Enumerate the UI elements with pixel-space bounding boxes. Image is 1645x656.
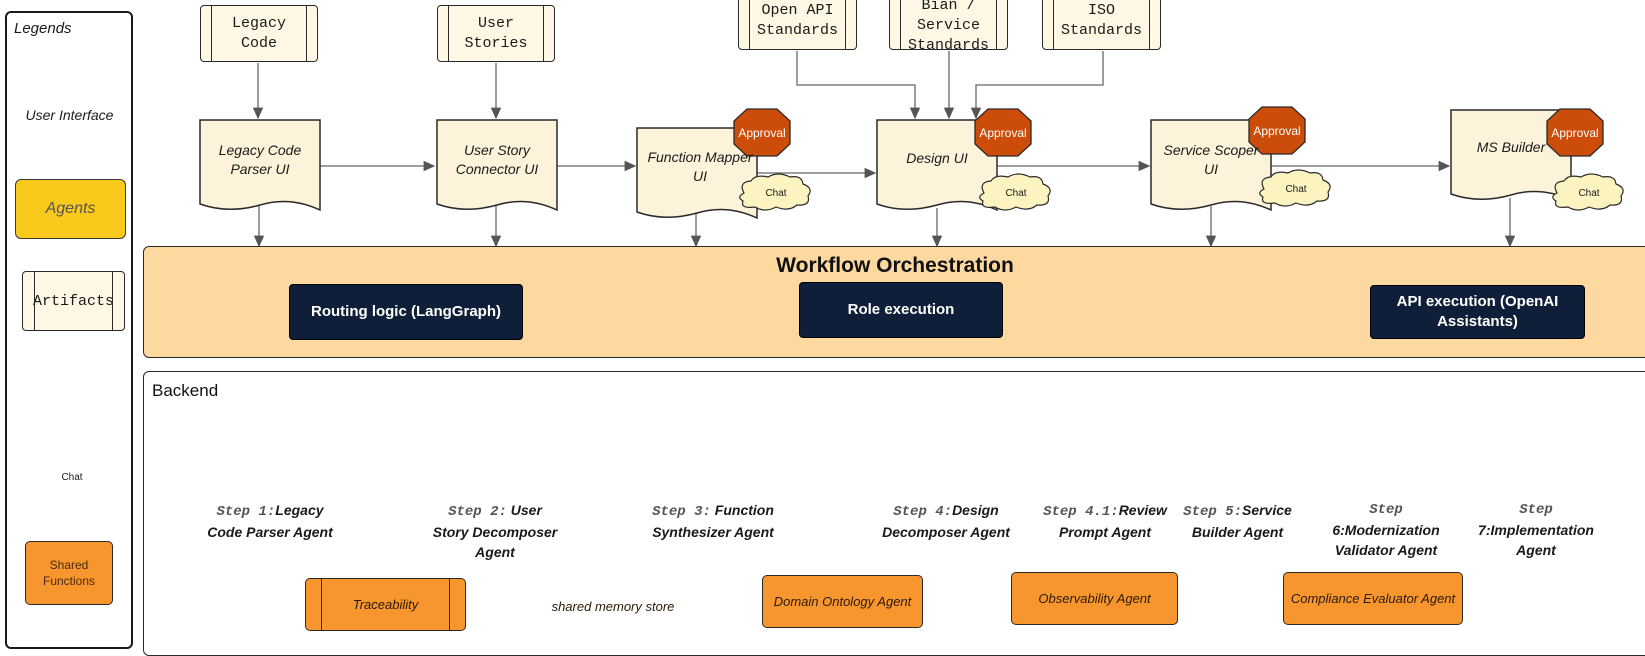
shared-memory-store[interactable]: shared memory store <box>551 598 675 614</box>
legend-artifacts: Artifacts <box>22 271 125 331</box>
artifact-user-stories: User Stories <box>437 5 555 62</box>
agent-2-step: Step 2: <box>448 504 507 520</box>
legend-agents: Agents <box>15 179 126 239</box>
ui-design[interactable]: Design UI <box>877 149 997 168</box>
workflow-orchestration-title: Workflow Orchestration <box>776 254 1014 277</box>
ui-legacy-parser[interactable]: Legacy Code Parser UI <box>200 141 320 179</box>
artifact-legacy-code: Legacy Code <box>200 5 318 62</box>
legend-shared-functions: Shared Functions <box>25 541 113 605</box>
agent-4-1-label: Step 4.1:Review Prompt Agent <box>1030 500 1180 542</box>
agent-6-line3: Validator Agent <box>1334 542 1438 558</box>
agent-3-line2: Synthesizer Agent <box>652 524 774 540</box>
chat-badge-scoper[interactable]: Chat <box>1285 183 1307 195</box>
ui-function-mapper-line1: Function Mapper <box>647 149 753 165</box>
chat-badge-design[interactable]: Chat <box>1005 187 1027 199</box>
api-execution-box[interactable]: API execution (OpenAI Assistants) <box>1370 285 1585 339</box>
legend-chat-label: Chat <box>61 471 83 483</box>
chat-badge-mapper[interactable]: Chat <box>765 187 787 199</box>
backend-label: Backend <box>152 381 219 400</box>
approval-badge-scoper[interactable]: Approval <box>1253 123 1301 138</box>
artifact-bian: Bian / Service Standards <box>889 0 1008 50</box>
agent-2-line1: User <box>510 502 542 518</box>
agent-2-label: Step 2: User Story Decomposer Agent <box>420 500 570 562</box>
artifact-legacy-code-line1: Legacy <box>231 14 286 32</box>
api-execution-line2: Assistants) <box>1437 313 1518 330</box>
approval-badge-design[interactable]: Approval <box>979 125 1027 140</box>
ui-user-story-connector-line2: Connector UI <box>455 161 539 177</box>
artifact-legacy-code-line2: Code <box>240 34 277 52</box>
shared-compliance-evaluator[interactable]: Compliance Evaluator Agent <box>1283 572 1463 625</box>
ui-legacy-parser-line2: Parser UI <box>230 161 290 177</box>
artifact-iso-line2: Standards <box>1060 22 1142 39</box>
agent-1-line1: Legacy <box>275 502 324 518</box>
artifact-bian-line1: Bian / <box>921 0 976 14</box>
agent-4-1-line1: Review <box>1118 502 1167 518</box>
shared-traceability-label: Traceability <box>352 597 419 612</box>
artifact-bian-line2: Service <box>916 17 980 34</box>
ui-user-story-connector-line1: User Story <box>463 142 531 158</box>
arrow-iso-to-design <box>970 51 1104 120</box>
agent-4-label: Step 4:Design Decomposer Agent <box>866 500 1026 542</box>
ui-function-mapper[interactable]: Function Mapper UI <box>637 148 763 186</box>
agent-7-line2: 7:Implementation <box>1478 522 1594 538</box>
agent-5-line2: Builder Agent <box>1191 524 1284 540</box>
agent-4-line2: Decomposer Agent <box>882 524 1010 540</box>
agent-6-step: Step <box>1369 502 1403 518</box>
artifact-bian-line3: Standards <box>907 37 989 50</box>
agent-1-step: Step 1: <box>216 504 276 520</box>
artifact-user-stories-line1: User <box>477 14 514 32</box>
legend-artifacts-label: Artifacts <box>32 292 114 310</box>
ui-legacy-parser-line1: Legacy Code <box>218 142 302 158</box>
ui-design-line1: Design UI <box>906 150 968 166</box>
ui-service-scoper[interactable]: Service Scoper UI <box>1151 141 1271 179</box>
ui-service-scoper-line1: Service Scoper <box>1163 142 1259 158</box>
artifact-iso: ISO Standards <box>1042 0 1161 50</box>
agent-6-label: Step 6:Modernization Validator Agent <box>1316 500 1456 560</box>
agent-6-line2: 6:Modernization <box>1332 522 1440 538</box>
ui-service-scoper-line2: UI <box>1204 161 1218 177</box>
agent-4-line1: Design <box>952 502 999 518</box>
role-execution-box[interactable]: Role execution <box>799 282 1003 338</box>
api-execution-line1: API execution (OpenAI <box>1396 293 1559 310</box>
shared-observability[interactable]: Observability Agent <box>1011 572 1178 625</box>
approval-badge-builder[interactable]: Approval <box>1551 125 1599 140</box>
agent-1-line2: Code Parser Agent <box>207 524 333 540</box>
agent-1-label: Step 1:Legacy Code Parser Agent <box>190 500 350 542</box>
artifact-open-api: Open API Standards <box>738 0 857 50</box>
agent-4-1-step: Step 4.1: <box>1043 504 1119 520</box>
arrow-openapi-to-design <box>796 51 921 120</box>
artifact-open-api-line1: Open API <box>761 2 834 19</box>
agent-5-step: Step 5: <box>1183 504 1242 520</box>
artifact-user-stories-line2: Stories <box>464 34 528 52</box>
ui-ms-builder-line1: MS Builder <box>1476 139 1546 155</box>
agent-3-label: Step 3: Function Synthesizer Agent <box>633 500 793 542</box>
agent-7-line3: Agent <box>1516 542 1556 558</box>
routing-logic-box[interactable]: Routing logic (LangGraph) <box>289 284 523 340</box>
approval-badge-mapper[interactable]: Approval <box>738 125 786 140</box>
shared-domain-ontology[interactable]: Domain Ontology Agent <box>762 575 923 628</box>
agent-5-line1: Service <box>1241 502 1292 518</box>
agent-4-1-line2: Prompt Agent <box>1058 524 1152 540</box>
legend-title: Legends <box>14 20 72 37</box>
shared-traceability[interactable]: Traceability <box>305 578 466 631</box>
ui-ms-builder[interactable]: MS Builder <box>1451 138 1571 157</box>
artifact-open-api-line2: Standards <box>756 22 838 39</box>
legend-shared-functions-line1: Shared <box>49 558 89 572</box>
agent-5-label: Step 5:Service Builder Agent <box>1170 500 1305 542</box>
agent-3-step: Step 3: <box>652 504 711 520</box>
ui-function-mapper-line2: UI <box>693 168 707 184</box>
agent-2-line2: Story Decomposer <box>432 524 558 540</box>
agent-4-step: Step 4: <box>893 504 953 520</box>
legend-user-interface-label: User Interface <box>25 107 114 123</box>
legend-shared-functions-line2: Functions <box>42 574 96 588</box>
chat-badge-builder[interactable]: Chat <box>1578 187 1600 199</box>
agent-7-step: Step <box>1519 502 1553 518</box>
legend-approval-label: Approval <box>42 387 90 401</box>
artifact-iso-line1: ISO <box>1087 2 1115 19</box>
agent-2-line3: Agent <box>475 544 515 560</box>
agent-7-label: Step 7:Implementation Agent <box>1466 500 1606 560</box>
agent-3-line1: Function <box>714 502 774 518</box>
ui-user-story-connector[interactable]: User Story Connector UI <box>437 141 557 179</box>
